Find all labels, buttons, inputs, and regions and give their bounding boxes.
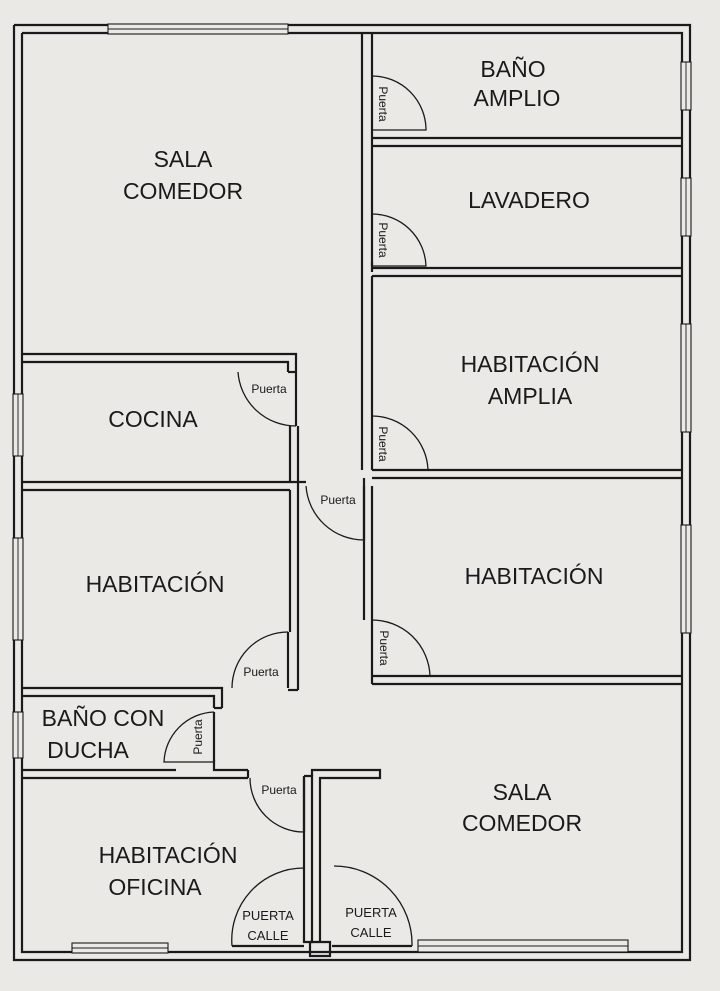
outer-walls bbox=[12, 23, 692, 962]
door-label-pasillo: Puerta bbox=[320, 493, 356, 507]
door-habitacion-izquierda[interactable] bbox=[231, 631, 290, 689]
door-lavadero[interactable] bbox=[370, 213, 427, 267]
door-habitacion-derecha[interactable] bbox=[370, 619, 431, 677]
doors bbox=[163, 75, 431, 948]
room-habitacion-izquierda: HABITACIÓN bbox=[86, 571, 225, 597]
street-door-left-line1: PUERTA bbox=[242, 908, 294, 923]
door-calle-izquierda[interactable] bbox=[231, 867, 305, 948]
room-lavadero: LAVADERO bbox=[468, 187, 590, 213]
door-label-habitacion-amplia: Puerta bbox=[376, 426, 390, 462]
door-cocina[interactable] bbox=[237, 371, 298, 427]
room-bano-ducha-line2: DUCHA bbox=[47, 737, 129, 763]
door-bano-ducha[interactable] bbox=[163, 711, 216, 763]
room-habitacion-amplia-line2: AMPLIA bbox=[488, 383, 573, 409]
door-pasillo[interactable] bbox=[305, 485, 366, 541]
room-sala-comedor-1-line1: SALA bbox=[154, 146, 213, 172]
street-door-right-line2: CALLE bbox=[350, 925, 392, 940]
room-habitacion-derecha: HABITACIÓN bbox=[465, 563, 604, 589]
door-oficina[interactable] bbox=[249, 777, 306, 833]
door-label-cocina: Puerta bbox=[251, 382, 287, 396]
interior-walls bbox=[22, 34, 682, 958]
room-cocina: COCINA bbox=[108, 406, 198, 432]
room-bano-ducha-line1: BAÑO CON bbox=[42, 705, 165, 731]
door-label-habitacion-derecha: Puerta bbox=[377, 630, 391, 666]
room-sala-comedor-1-line2: COMEDOR bbox=[123, 178, 243, 204]
room-habitacion-amplia-line1: HABITACIÓN bbox=[461, 351, 600, 377]
street-door-right-line1: PUERTA bbox=[345, 905, 397, 920]
door-habitacion-amplia[interactable] bbox=[370, 415, 429, 471]
door-label-habitacion-izquierda: Puerta bbox=[243, 665, 279, 679]
room-sala-comedor-2-line2: COMEDOR bbox=[462, 810, 582, 836]
door-labels: Puerta Puerta Puerta Puerta Puerta Puert… bbox=[191, 86, 397, 943]
room-labels: SALA COMEDOR BAÑO AMPLIO LAVADERO HABITA… bbox=[42, 56, 604, 900]
door-label-lavadero: Puerta bbox=[376, 222, 390, 258]
street-door-left-line2: CALLE bbox=[247, 928, 289, 943]
door-label-oficina: Puerta bbox=[261, 783, 297, 797]
door-label-bano-amplio: Puerta bbox=[376, 86, 390, 122]
room-bano-amplio-line1: BAÑO bbox=[480, 56, 545, 82]
room-habitacion-oficina-line1: HABITACIÓN bbox=[99, 842, 238, 868]
door-label-bano-ducha: Puerta bbox=[191, 719, 205, 755]
door-calle-derecha[interactable] bbox=[332, 865, 413, 948]
windows bbox=[12, 23, 692, 954]
room-sala-comedor-2-line1: SALA bbox=[493, 779, 552, 805]
door-bano-amplio[interactable] bbox=[370, 75, 427, 131]
room-habitacion-oficina-line2: OFICINA bbox=[108, 874, 202, 900]
room-bano-amplio-line2: AMPLIO bbox=[474, 85, 561, 111]
